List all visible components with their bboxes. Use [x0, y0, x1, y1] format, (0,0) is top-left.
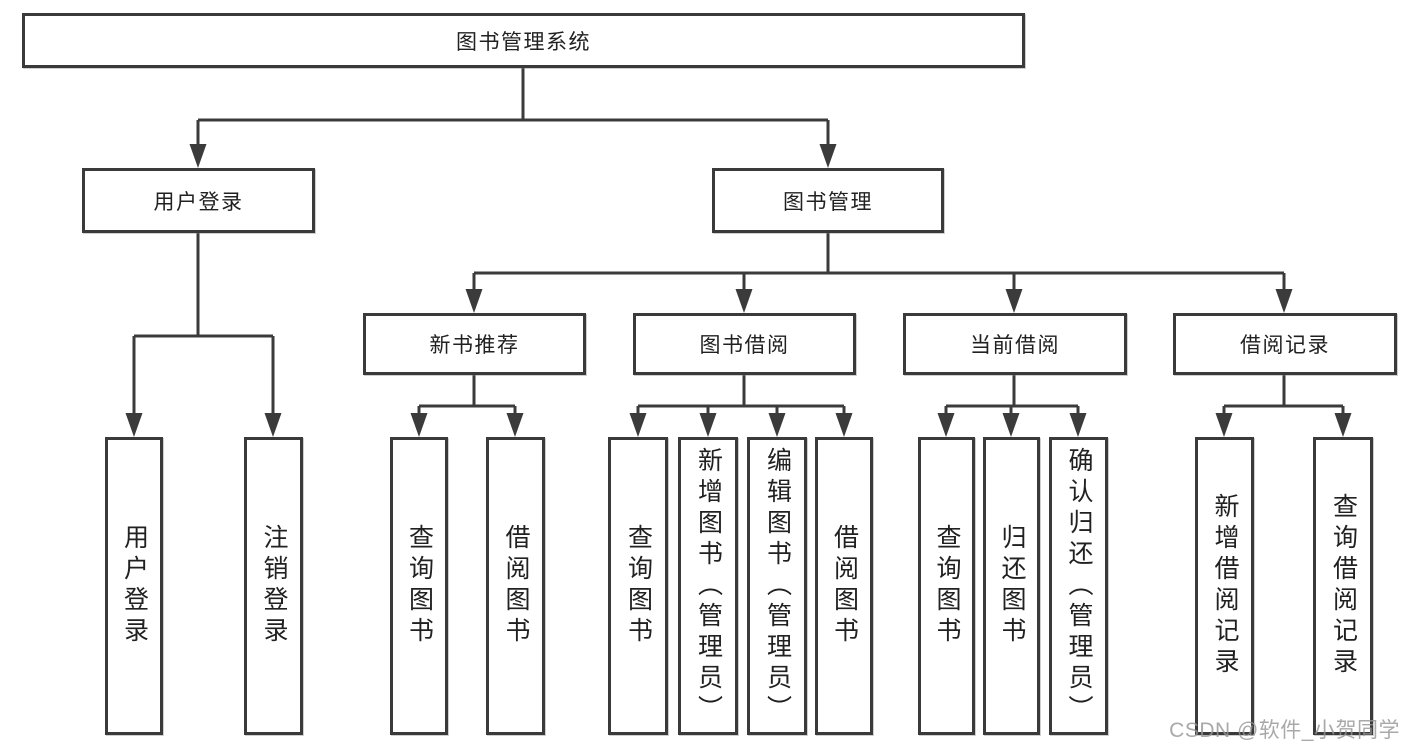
leaf-logout: 注销登录 [244, 437, 303, 735]
node-user-login-branch-label: 用户登录 [153, 190, 244, 214]
leaf-logout-label: 注销登录 [260, 524, 288, 648]
leaf-current-return-books-label: 归还图书 [998, 524, 1026, 648]
leaf-borrow-query-books-label: 查询图书 [624, 524, 653, 648]
node-root: 图书管理系统 [22, 13, 1025, 68]
node-user-login-branch: 用户登录 [82, 168, 315, 233]
leaf-borrow-borrow-books: 借阅图书 [815, 437, 873, 735]
leaf-records-add-record-label: 新增借阅记录 [1211, 493, 1239, 679]
leaf-borrow-add-books-admin-label: 新增图书（管理员） [694, 446, 723, 726]
leaf-current-confirm-return-admin: 确认归还（管理员） [1049, 437, 1108, 735]
leaf-borrow-edit-books-admin: 编辑图书（管理员） [747, 437, 807, 735]
node-current-borrow-label: 当前借阅 [970, 334, 1060, 357]
leaf-user-login-label: 用户登录 [120, 524, 149, 648]
node-root-label: 图书管理系统 [456, 30, 591, 54]
leaf-borrow-add-books-admin: 新增图书（管理员） [678, 437, 738, 735]
leaf-user-login: 用户登录 [105, 437, 163, 735]
leaf-borrow-borrow-books-label: 借阅图书 [830, 524, 859, 648]
node-current-borrow: 当前借阅 [903, 313, 1127, 375]
node-new-book-recommend-label: 新书推荐 [429, 334, 520, 357]
node-borrow-records-label: 借阅记录 [1240, 334, 1330, 357]
node-borrow-records: 借阅记录 [1173, 313, 1397, 375]
leaf-newrec-query-books: 查询图书 [390, 437, 448, 735]
leaf-newrec-borrow-books: 借阅图书 [486, 437, 545, 735]
leaf-current-query-books: 查询图书 [918, 437, 975, 735]
leaf-current-query-books-label: 查询图书 [933, 524, 961, 648]
watermark: CSDN @软件_小贺同学 [1169, 719, 1400, 742]
leaf-current-return-books: 归还图书 [983, 437, 1040, 735]
leaf-borrow-query-books: 查询图书 [608, 437, 668, 735]
leaf-records-query-record-label: 查询借阅记录 [1329, 493, 1358, 679]
leaf-records-query-record: 查询借阅记录 [1313, 437, 1373, 735]
node-book-borrow: 图书借阅 [633, 313, 856, 375]
node-book-mgmt-branch: 图书管理 [712, 168, 944, 233]
leaf-newrec-query-books-label: 查询图书 [405, 524, 434, 648]
leaf-borrow-edit-books-admin-label: 编辑图书（管理员） [763, 446, 792, 726]
node-new-book-recommend: 新书推荐 [363, 313, 586, 375]
leaf-newrec-borrow-books-label: 借阅图书 [502, 524, 530, 648]
leaf-current-confirm-return-admin-label: 确认归还（管理员） [1065, 446, 1093, 726]
leaf-records-add-record: 新增借阅记录 [1195, 437, 1254, 735]
node-book-mgmt-branch-label: 图书管理 [783, 190, 873, 214]
node-book-borrow-label: 图书借阅 [699, 334, 790, 357]
